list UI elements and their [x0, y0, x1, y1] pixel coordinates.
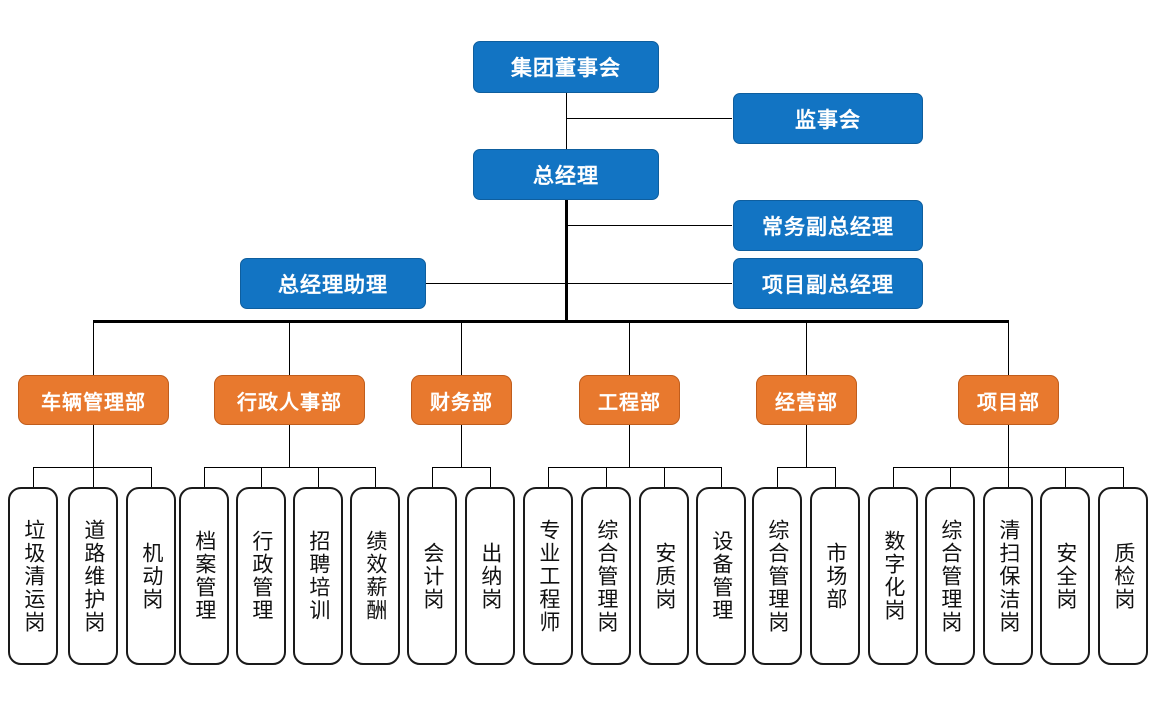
connector-admin-leaf-3 [318, 467, 319, 487]
connector-finance-leaf-2 [490, 467, 491, 487]
node-department-operations[interactable]: 经营部 [756, 375, 857, 425]
leaf-role-box[interactable]: 机动岗 [126, 487, 176, 665]
connector-engineering-leaf-3 [664, 467, 665, 487]
leaf-role-label: 绩效薪酬 [363, 530, 387, 622]
leaf-role-box[interactable]: 安质岗 [639, 487, 689, 665]
connector-finance-leaf-1 [432, 467, 433, 487]
connector-drop-engineering [629, 320, 630, 375]
leaf-role-label: 档案管理 [192, 530, 216, 622]
leaf-role-label: 综合管理岗 [765, 518, 789, 634]
leaf-role-label: 招聘培训 [306, 530, 330, 622]
leaf-role-box[interactable]: 质检岗 [1098, 487, 1148, 665]
connector-project-stem [1008, 425, 1009, 467]
connector-board-to-gm [566, 92, 567, 154]
connector-project-leaf-2 [950, 467, 951, 487]
connector-engineering-leaf-1 [548, 467, 549, 487]
connector-drop-operations [806, 320, 807, 375]
connector-admin-leaf-4 [375, 467, 376, 487]
connector-project-leaf-4 [1065, 467, 1066, 487]
node-department-admin-hr[interactable]: 行政人事部 [214, 375, 365, 425]
leaf-role-label: 安质岗 [652, 541, 676, 611]
node-gm-assistant[interactable]: 总经理助理 [240, 258, 426, 309]
leaf-role-label: 数字化岗 [881, 530, 905, 622]
node-board[interactable]: 集团董事会 [473, 41, 659, 93]
leaf-role-label: 机动岗 [139, 541, 163, 611]
node-department-finance[interactable]: 财务部 [411, 375, 512, 425]
connector-operations-bus [777, 467, 835, 468]
leaf-role-box[interactable]: 安全岗 [1040, 487, 1090, 665]
connector-operations-leaf-1 [777, 467, 778, 487]
leaf-role-label: 安全岗 [1053, 541, 1077, 611]
leaf-role-label: 道路维护岗 [81, 518, 105, 634]
leaf-role-label: 行政管理 [249, 530, 273, 622]
leaf-role-box[interactable]: 设备管理 [696, 487, 746, 665]
node-executive-deputy-gm[interactable]: 常务副总经理 [733, 200, 923, 251]
connector-project-leaf-3 [1008, 467, 1009, 487]
connector-board-to-supervisory [566, 118, 732, 119]
leaf-role-box[interactable]: 招聘培训 [293, 487, 343, 665]
node-project-deputy-gm[interactable]: 项目副总经理 [733, 258, 923, 309]
connector-finance-bus [432, 467, 490, 468]
node-department-engineering[interactable]: 工程部 [579, 375, 680, 425]
connector-drop-project [1008, 320, 1009, 375]
connector-vehicle-leaf-2 [93, 467, 94, 487]
connector-admin-bus [204, 467, 375, 468]
node-general-manager[interactable]: 总经理 [473, 149, 659, 200]
connector-vehicle-leaf-3 [151, 467, 152, 487]
connector-drop-finance [461, 320, 462, 375]
connector-gm-to-assistant [425, 283, 566, 284]
connector-engineering-bus [548, 467, 721, 468]
connector-gm-to-executive-deputy [566, 225, 732, 226]
connector-drop-vehicle [93, 320, 94, 375]
leaf-role-box[interactable]: 综合管理岗 [581, 487, 631, 665]
connector-project-leaf-1 [893, 467, 894, 487]
connector-vehicle-bus [33, 467, 151, 468]
leaf-role-label: 设备管理 [709, 530, 733, 622]
leaf-role-label: 垃圾清运岗 [21, 518, 45, 634]
node-supervisory-board[interactable]: 监事会 [733, 93, 923, 144]
connector-operations-stem [806, 425, 807, 467]
connector-operations-leaf-2 [835, 467, 836, 487]
connector-gm-to-project-deputy [566, 283, 732, 284]
leaf-role-label: 综合管理岗 [938, 518, 962, 634]
node-department-project[interactable]: 项目部 [958, 375, 1059, 425]
leaf-role-box[interactable]: 数字化岗 [868, 487, 918, 665]
connector-engineering-stem [629, 425, 630, 467]
leaf-role-label: 出纳岗 [478, 541, 502, 611]
leaf-role-label: 专业工程师 [536, 518, 560, 634]
leaf-role-box[interactable]: 道路维护岗 [68, 487, 118, 665]
leaf-role-box[interactable]: 绩效薪酬 [350, 487, 400, 665]
connector-admin-leaf-2 [261, 467, 262, 487]
connector-vehicle-leaf-1 [33, 467, 34, 487]
leaf-role-box[interactable]: 专业工程师 [523, 487, 573, 665]
leaf-role-box[interactable]: 市场部 [810, 487, 860, 665]
leaf-role-box[interactable]: 行政管理 [236, 487, 286, 665]
connector-finance-stem [461, 425, 462, 467]
leaf-role-box[interactable]: 会计岗 [407, 487, 457, 665]
connector-admin-leaf-1 [204, 467, 205, 487]
leaf-role-box[interactable]: 档案管理 [179, 487, 229, 665]
connector-project-leaf-5 [1123, 467, 1124, 487]
connector-drop-admin [289, 320, 290, 375]
connector-engineering-leaf-4 [721, 467, 722, 487]
leaf-role-label: 质检岗 [1111, 541, 1135, 611]
connector-gm-spine [565, 199, 568, 322]
connector-department-bus [93, 320, 1009, 323]
leaf-role-label: 会计岗 [420, 541, 444, 611]
leaf-role-box[interactable]: 出纳岗 [465, 487, 515, 665]
leaf-role-label: 清扫保洁岗 [996, 518, 1020, 634]
connector-admin-stem [289, 425, 290, 467]
connector-vehicle-stem [93, 425, 94, 467]
leaf-role-label: 市场部 [823, 541, 847, 611]
leaf-role-box[interactable]: 综合管理岗 [752, 487, 802, 665]
leaf-role-box[interactable]: 清扫保洁岗 [983, 487, 1033, 665]
node-department-vehicle[interactable]: 车辆管理部 [18, 375, 169, 425]
connector-engineering-leaf-2 [606, 467, 607, 487]
leaf-role-label: 综合管理岗 [594, 518, 618, 634]
leaf-role-box[interactable]: 垃圾清运岗 [8, 487, 58, 665]
leaf-role-box[interactable]: 综合管理岗 [925, 487, 975, 665]
